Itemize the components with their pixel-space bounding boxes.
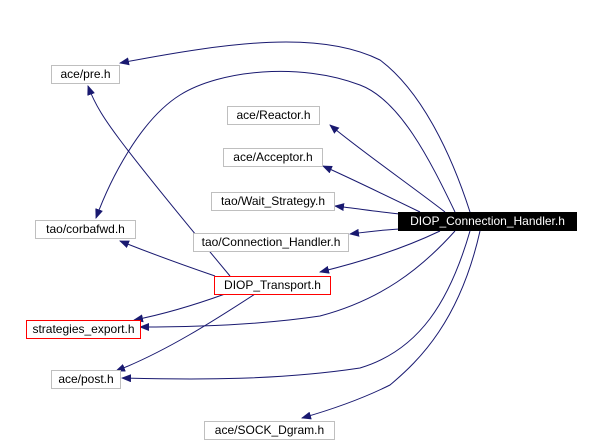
node-diop-transport[interactable]: DIOP_Transport.h	[214, 276, 331, 295]
edge-transport-to-ace-post	[115, 293, 256, 372]
edge-root-to-diop-transport	[319, 230, 441, 274]
node-tao-connection-handler[interactable]: tao/Connection_Handler.h	[193, 233, 349, 252]
edge-root-to-ace-reactor	[329, 124, 446, 213]
edge-transport-to-strategies-export	[133, 293, 226, 323]
node-ace-pre[interactable]: ace/pre.h	[51, 65, 120, 84]
node-strategies-export[interactable]: strategies_export.h	[26, 320, 141, 339]
node-diop-connection-handler[interactable]: DIOP_Connection_Handler.h	[398, 212, 577, 231]
node-ace-post[interactable]: ace/post.h	[51, 370, 121, 389]
node-ace-sock-dgram[interactable]: ace/SOCK_Dgram.h	[204, 421, 335, 440]
edge-root-to-ace-acceptor	[322, 165, 421, 213]
node-tao-wait-strategy[interactable]: tao/Wait_Strategy.h	[211, 192, 335, 211]
edge-root-to-ace-sock-dgram	[301, 230, 481, 420]
edge-root-to-tao-corbafwd	[95, 70, 456, 219]
edge-root-to-tao-connection-handler	[349, 228, 401, 237]
edge-root-to-ace-post	[121, 230, 471, 383]
node-ace-acceptor[interactable]: ace/Acceptor.h	[223, 148, 323, 167]
node-tao-corbafwd[interactable]: tao/corbafwd.h	[35, 220, 136, 239]
node-ace-reactor[interactable]: ace/Reactor.h	[227, 106, 320, 125]
edge-root-to-ace-pre	[119, 41, 471, 213]
edge-root-to-strategies-export	[139, 230, 456, 331]
edge-transport-to-tao-corbafwd	[119, 240, 216, 277]
edge-root-to-tao-wait-strategy	[334, 203, 401, 215]
